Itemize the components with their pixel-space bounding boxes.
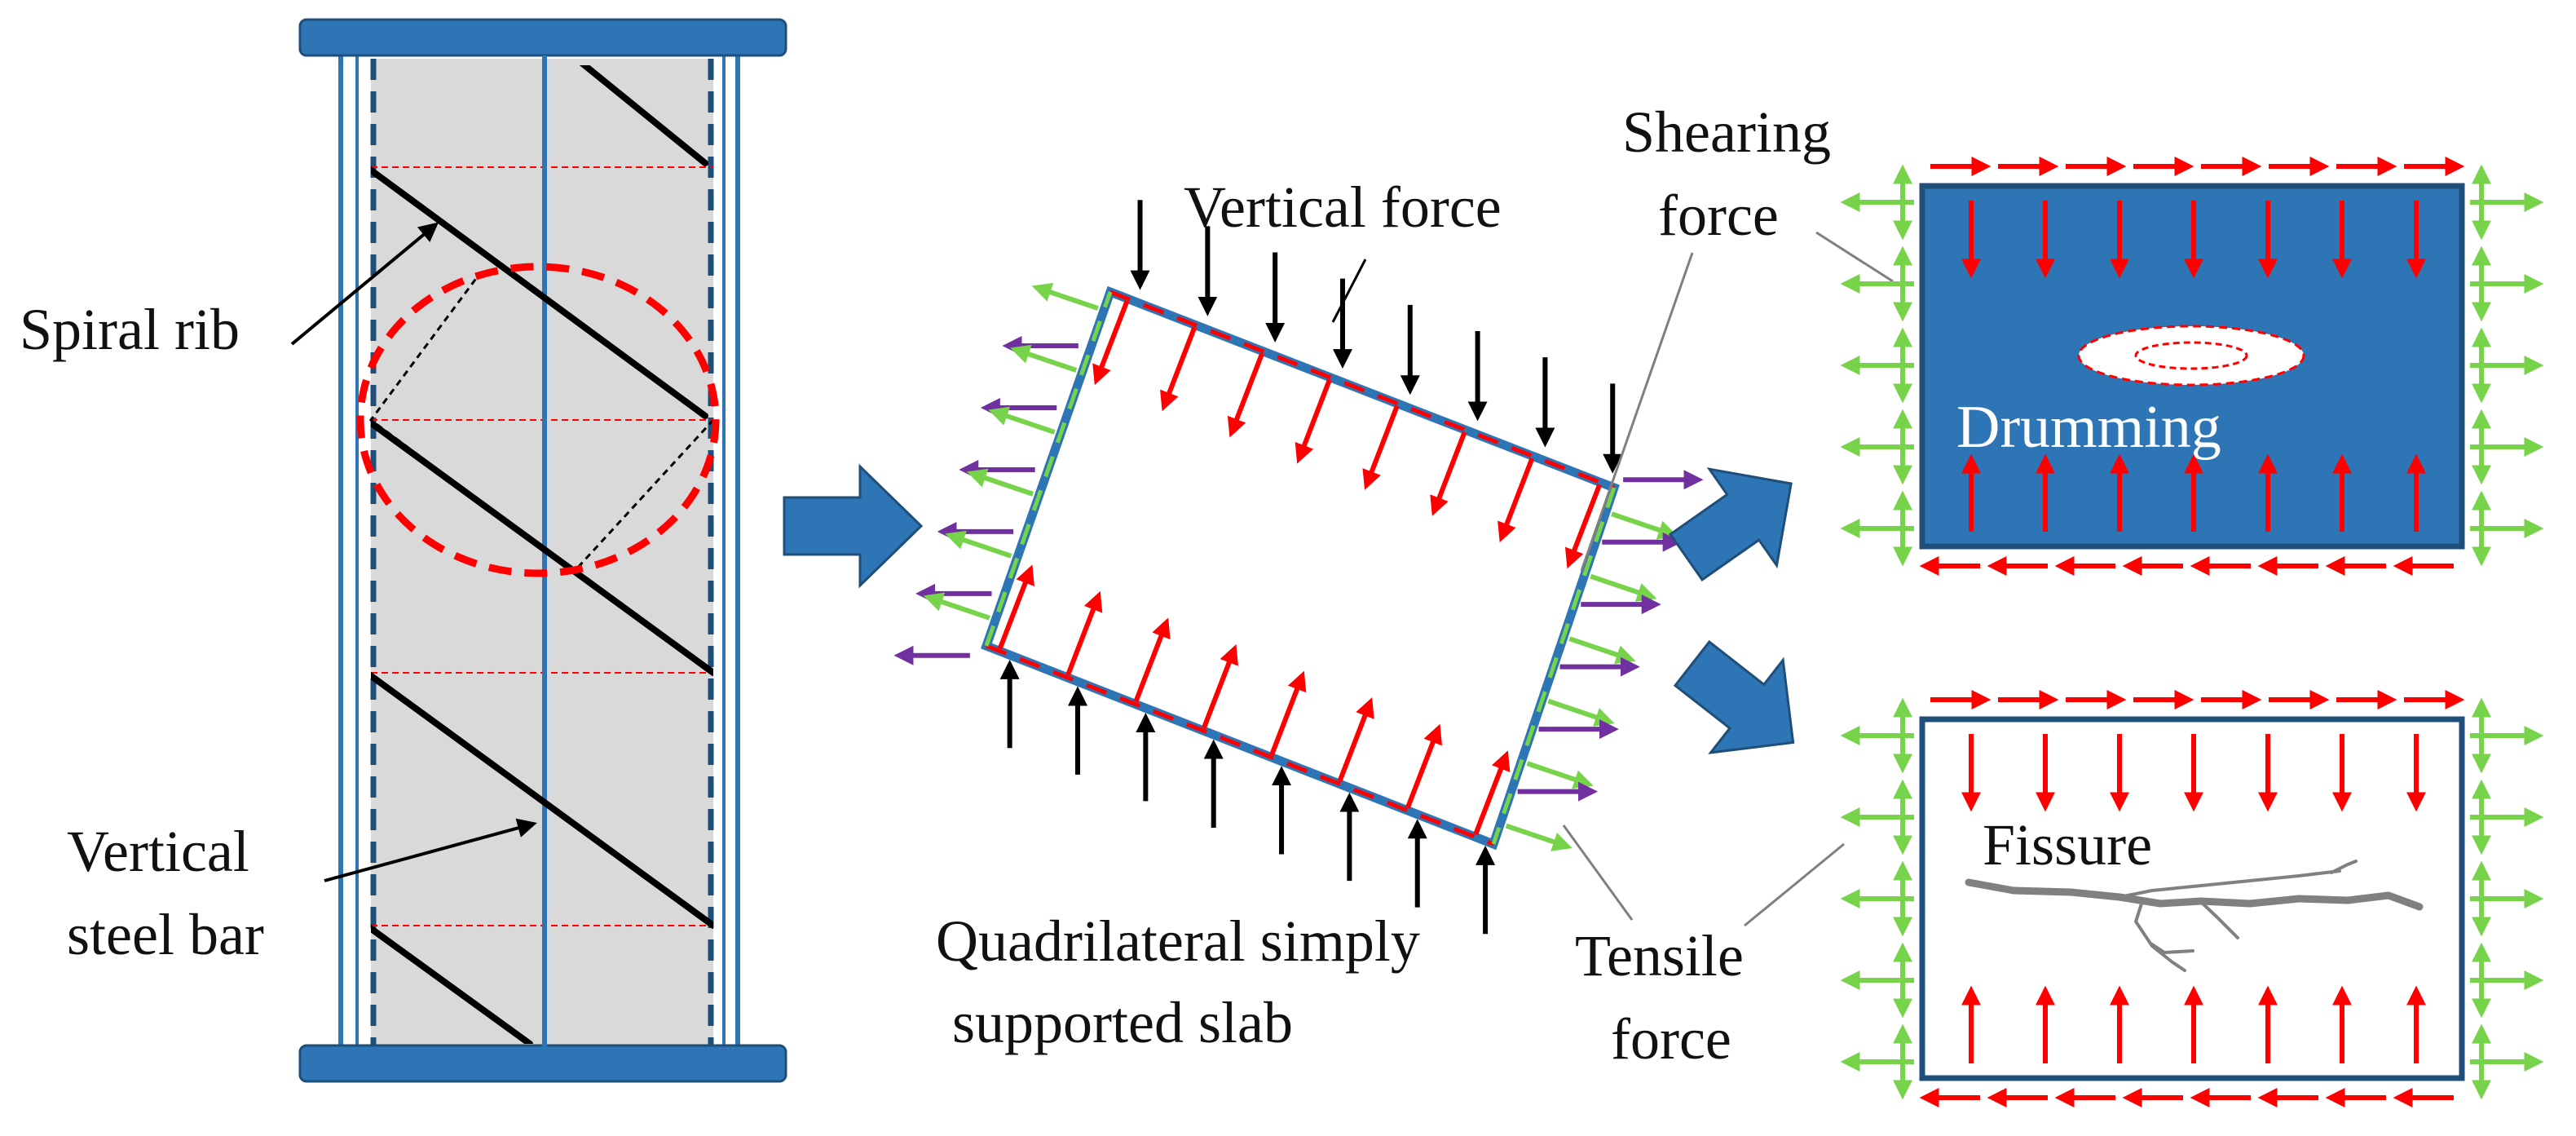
spiral-rib-label: Spiral rib bbox=[20, 297, 240, 362]
tensile-force-arrow bbox=[1505, 823, 1573, 851]
drumming-ellipse-outer bbox=[2077, 325, 2305, 387]
vertical-steel-bar-label-line1: Vertical bbox=[67, 819, 249, 884]
shearing-force-leader-slab bbox=[1580, 252, 1694, 572]
fissure-label: Fissure bbox=[1983, 812, 2152, 877]
slab-normal-force-arrow bbox=[1337, 697, 1374, 783]
vertical-steel-bar-label-line2: steel bar bbox=[67, 902, 264, 967]
spiral-ribs bbox=[371, 65, 713, 1044]
vertical-steel-bar-pointer bbox=[324, 818, 537, 882]
slab-normal-force-arrow bbox=[1564, 484, 1603, 569]
vertical-force-pointer bbox=[1331, 259, 1367, 323]
slab-normal-force-arrow bbox=[1295, 378, 1332, 464]
tensile-force-arrow bbox=[1010, 344, 1078, 373]
spiral-rib-detail-dashes bbox=[368, 267, 715, 573]
drumming-ellipse-inner bbox=[2134, 341, 2248, 370]
slab-normal-force-arrow bbox=[1133, 617, 1171, 703]
rotated-slab bbox=[893, 200, 1704, 935]
slab-normal-force-arrow bbox=[1473, 750, 1511, 836]
slab-normal-force-arrow bbox=[1269, 670, 1307, 756]
tensile-force-arrow bbox=[1590, 573, 1657, 602]
damage-zone-ellipse bbox=[356, 263, 720, 577]
slab-normal-force-arrow bbox=[1160, 326, 1198, 412]
tensile-force-leader-slab bbox=[1562, 824, 1634, 921]
slab-normal-force-arrow bbox=[1092, 300, 1130, 386]
slab-normal-force-arrow bbox=[1498, 457, 1535, 543]
slab-left-edge-tension bbox=[984, 291, 1113, 647]
flow-arrow-down-right bbox=[1673, 639, 1795, 754]
tensile-force-arrow bbox=[966, 468, 1034, 497]
shearing-force-label-line1: Shearing bbox=[1622, 99, 1831, 165]
tensile-force-arrow bbox=[1031, 282, 1099, 311]
slab-right-edge-tension bbox=[1491, 487, 1617, 845]
slab-label-line1: Quadrilateral simply bbox=[936, 908, 1420, 974]
slab-bottom-edge-shear bbox=[986, 643, 1494, 846]
tensile-force-arrow bbox=[945, 530, 1012, 559]
slab-normal-force-arrow bbox=[1405, 723, 1443, 809]
column-top-plate bbox=[298, 18, 787, 57]
tensile-force-arrow bbox=[923, 592, 990, 621]
tensile-force-label-line2: force bbox=[1611, 1006, 1731, 1072]
slab-label-line2: supported slab bbox=[952, 990, 1293, 1055]
vertical-force-label: Vertical force bbox=[1184, 175, 1502, 240]
slab-normal-force-arrow bbox=[1362, 404, 1400, 490]
tensile-force-arrow bbox=[1568, 636, 1636, 665]
tensile-force-arrow bbox=[1547, 698, 1615, 727]
drumming-panel: Drumming bbox=[1840, 157, 2544, 576]
tensile-force-arrow bbox=[1526, 761, 1594, 789]
shearing-force-leader-panel bbox=[1815, 231, 1894, 283]
shearing-force-label-line2: force bbox=[1658, 183, 1779, 248]
tensile-force-arrow bbox=[1611, 511, 1678, 540]
slab-normal-force-arrow bbox=[1227, 352, 1264, 438]
steel-column bbox=[298, 18, 787, 1083]
tensile-force-leader-panel bbox=[1744, 842, 1845, 927]
spiral-rib-pointer bbox=[290, 222, 439, 346]
flow-arrow-right bbox=[783, 463, 924, 589]
slab-normal-force-arrow bbox=[1201, 644, 1238, 730]
tensile-force-arrow bbox=[988, 406, 1056, 435]
fissure-panel: Fissure bbox=[1840, 690, 2544, 1107]
slab-top-edge-shear bbox=[1109, 290, 1615, 490]
drumming-label: Drumming bbox=[1956, 394, 2221, 461]
slab-normal-force-arrow bbox=[997, 564, 1034, 650]
flow-arrow-up-right bbox=[1668, 467, 1793, 581]
column-bottom-plate bbox=[298, 1044, 787, 1083]
slab-normal-force-arrow bbox=[1065, 590, 1103, 676]
fissure-crack bbox=[1965, 860, 2424, 972]
slab-normal-force-arrow bbox=[1430, 431, 1467, 516]
tensile-force-label-line1: Tensile bbox=[1575, 923, 1744, 988]
